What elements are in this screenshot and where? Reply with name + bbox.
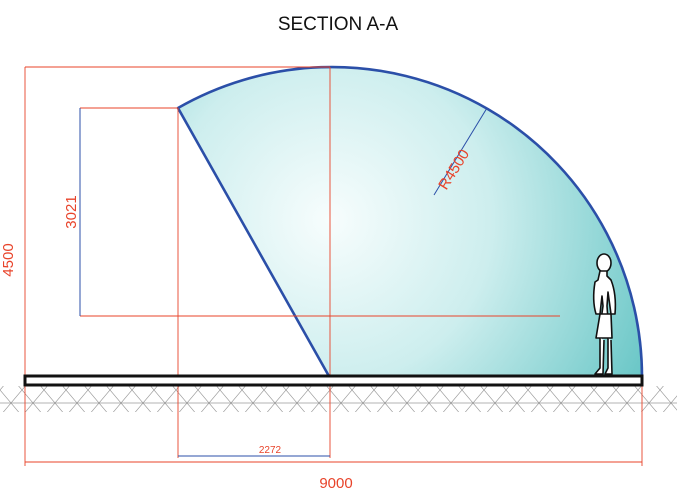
floor-slab [23, 374, 644, 387]
entry-height-label: 3021 [63, 195, 80, 228]
drawing-title: SECTION A-A [278, 14, 399, 35]
total-height-label: 4500 [0, 243, 17, 276]
ground-hatch [0, 386, 677, 412]
standing-person-icon [592, 253, 617, 375]
dimension-lines [24, 66, 643, 466]
radius-leader-line [433, 107, 488, 196]
glass-canopy [176, 65, 644, 380]
blue-dimension-lines [79, 107, 488, 457]
entry-offset-label: 2272 [259, 445, 282, 456]
total-width-label: 9000 [319, 475, 352, 492]
